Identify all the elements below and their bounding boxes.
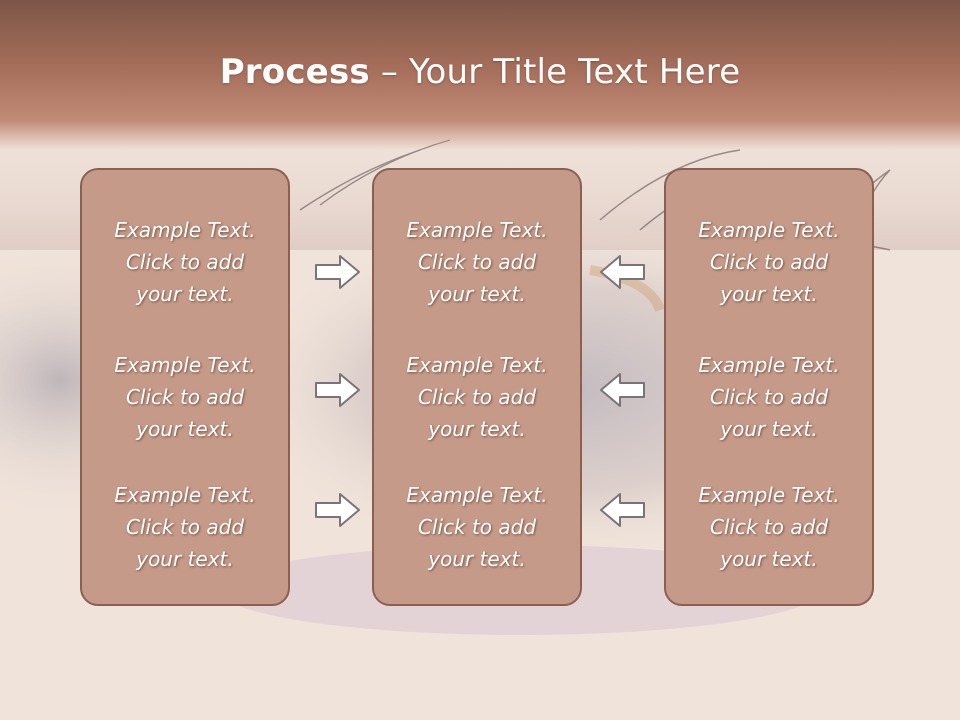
text-line: your text. [428, 282, 526, 306]
right-arrow-icon[interactable] [313, 252, 363, 292]
text-box-right[interactable]: Example Text. Click to add your text. Ex… [664, 168, 874, 606]
left-arrow-icon[interactable] [597, 490, 647, 530]
placeholder-text[interactable]: Example Text. Click to add your text. [82, 214, 288, 310]
title-band [0, 0, 960, 150]
left-arrow-icon[interactable] [597, 252, 647, 292]
left-arrow-icon[interactable] [597, 370, 647, 410]
title-rest-part: – Your Title Text Here [369, 52, 741, 92]
text-line: Click to add [125, 250, 245, 274]
placeholder-text[interactable]: Example Text. Click to add your text. [666, 349, 872, 445]
text-line: your text. [428, 417, 526, 441]
text-line: Example Text. [698, 218, 840, 242]
text-line: Example Text. [406, 218, 548, 242]
text-line: Click to add [709, 385, 829, 409]
text-line: your text. [720, 282, 818, 306]
text-line: Example Text. [114, 218, 256, 242]
text-line: Click to add [125, 385, 245, 409]
slide-title[interactable]: Process – Your Title Text Here [0, 52, 960, 92]
text-line: Click to add [709, 250, 829, 274]
text-line: Example Text. [406, 353, 548, 377]
text-line: your text. [720, 547, 818, 571]
text-line: your text. [720, 417, 818, 441]
placeholder-text[interactable]: Example Text. Click to add your text. [374, 349, 580, 445]
text-line: Click to add [417, 385, 537, 409]
text-line: Example Text. [406, 483, 548, 507]
right-arrow-icon[interactable] [313, 490, 363, 530]
text-line: your text. [136, 417, 234, 441]
placeholder-text[interactable]: Example Text. Click to add your text. [82, 349, 288, 445]
placeholder-text[interactable]: Example Text. Click to add your text. [374, 214, 580, 310]
text-line: Example Text. [698, 483, 840, 507]
text-line: your text. [428, 547, 526, 571]
text-line: Click to add [709, 515, 829, 539]
text-box-middle[interactable]: Example Text. Click to add your text. Ex… [372, 168, 582, 606]
placeholder-text[interactable]: Example Text. Click to add your text. [82, 479, 288, 575]
text-line: Click to add [417, 250, 537, 274]
placeholder-text[interactable]: Example Text. Click to add your text. [374, 479, 580, 575]
text-line: Example Text. [114, 353, 256, 377]
text-box-left[interactable]: Example Text. Click to add your text. Ex… [80, 168, 290, 606]
text-line: your text. [136, 282, 234, 306]
text-line: Click to add [125, 515, 245, 539]
text-line: Click to add [417, 515, 537, 539]
title-bold-part: Process [219, 52, 370, 92]
text-line: your text. [136, 547, 234, 571]
text-line: Example Text. [698, 353, 840, 377]
placeholder-text[interactable]: Example Text. Click to add your text. [666, 479, 872, 575]
right-arrow-icon[interactable] [313, 370, 363, 410]
text-line: Example Text. [114, 483, 256, 507]
placeholder-text[interactable]: Example Text. Click to add your text. [666, 214, 872, 310]
